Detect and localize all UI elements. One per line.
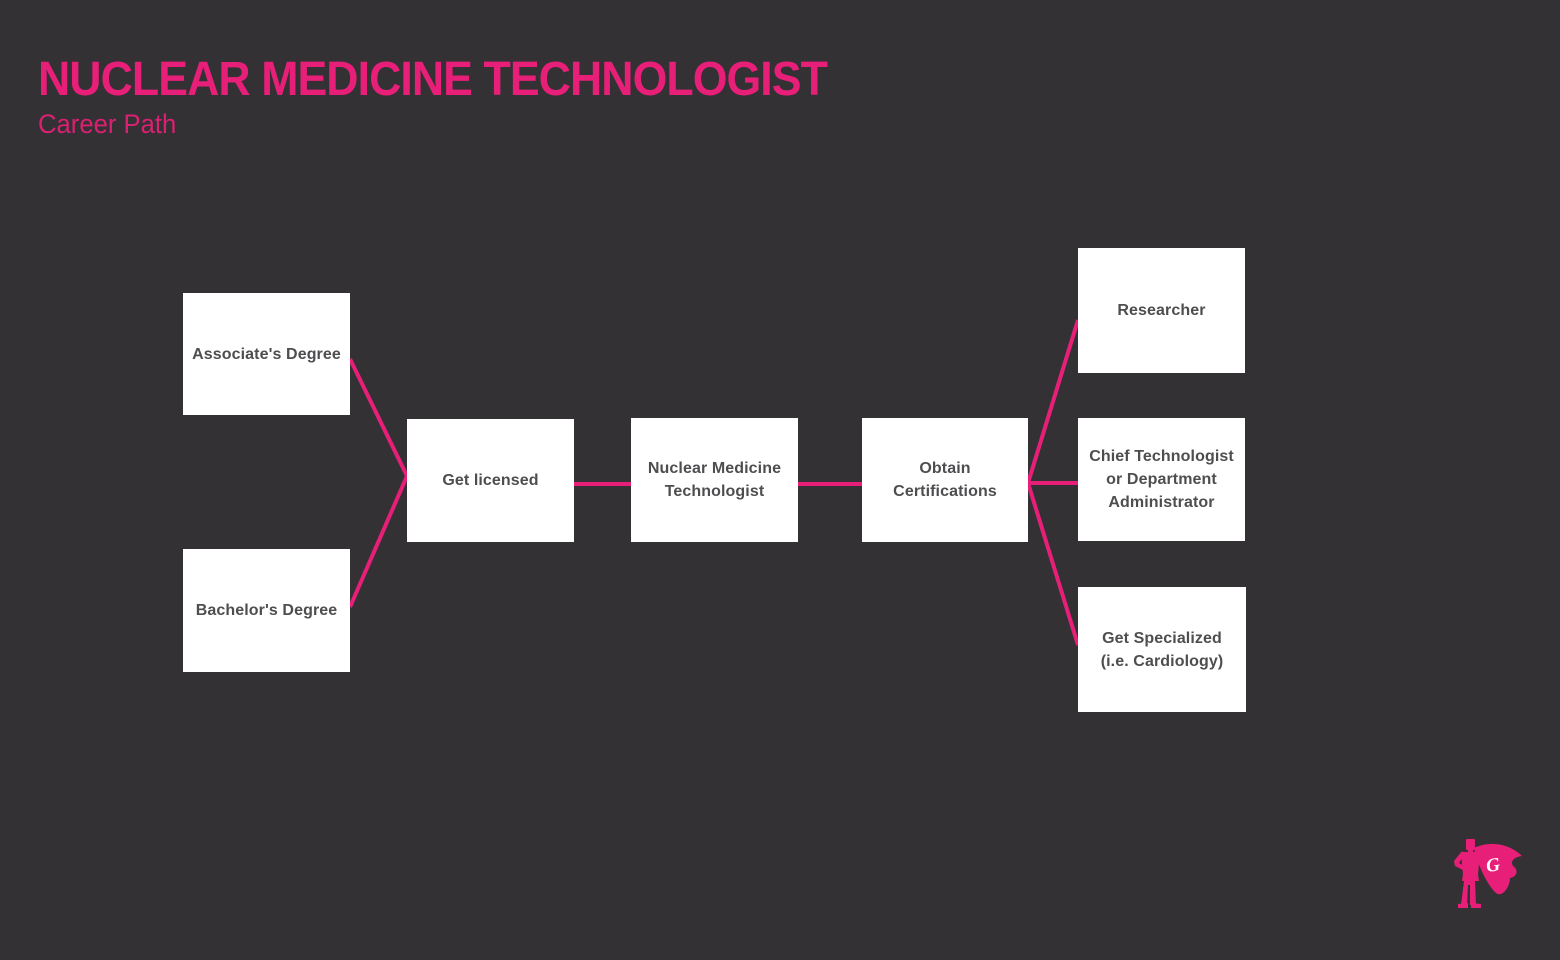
superhero-logo: G [1450, 836, 1526, 916]
node-researcher: Researcher [1078, 248, 1245, 373]
connector-certifications-to-specialized [1026, 482, 1080, 646]
page-title: NUCLEAR MEDICINE TECHNOLOGIST [38, 53, 828, 106]
connector-associates-to-licensed [348, 358, 409, 477]
node-get-specialized: Get Specialized (i.e. Cardiology) [1078, 587, 1246, 712]
logo-letter: G [1485, 854, 1502, 877]
node-bachelors-degree: Bachelor's Degree [183, 549, 350, 672]
node-chief-technologist: Chief Technologist or Department Adminis… [1078, 418, 1245, 541]
connector-bachelors-to-licensed [348, 475, 409, 608]
node-nuclear-medicine-technologist: Nuclear Medicine Technologist [631, 418, 798, 542]
connector-certifications-to-researcher [1026, 319, 1080, 484]
head-shape [1466, 839, 1475, 850]
page-subtitle: Career Path [38, 109, 177, 139]
node-get-licensed: Get licensed [407, 419, 574, 542]
cape-shape [1474, 843, 1522, 895]
node-obtain-certifications: Obtain Certifications [862, 418, 1028, 542]
node-associates-degree: Associate's Degree [183, 293, 350, 415]
